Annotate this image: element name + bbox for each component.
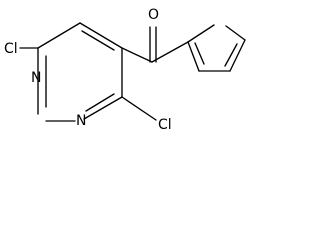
chlorine-label-top: Cl (4, 41, 18, 57)
bond-furan-c5-c4 (229, 39, 246, 72)
nitrogen-label-left: N (31, 70, 41, 86)
bond-c4-n1 (83, 96, 123, 120)
molecular-structure-diagram: Cl Cl O N N (4, 7, 246, 133)
bond-c2-c3-inner (81, 30, 115, 51)
bond-furan-c3-c2-inner (194, 42, 205, 65)
nitrogen-label-bottom: N (76, 113, 86, 129)
bond-carbonyl-furan (151, 41, 189, 63)
bond-furan-o-c5 (225, 25, 246, 41)
bond-c2-c3 (79, 22, 123, 49)
bond-furan-c3-c2 (187, 41, 200, 72)
bond-ring-carbonyl (121, 47, 153, 63)
chlorine-label-right: Cl (158, 117, 172, 133)
bond-furan-c5-c4-inner (224, 43, 238, 67)
bond-furan-c2-o (187, 24, 215, 43)
bond-c4-n1-inner (85, 93, 115, 112)
oxygen-label-carbonyl: O (148, 7, 159, 23)
bond-c4-cl (121, 96, 157, 121)
bond-c1-c2 (37, 22, 81, 49)
